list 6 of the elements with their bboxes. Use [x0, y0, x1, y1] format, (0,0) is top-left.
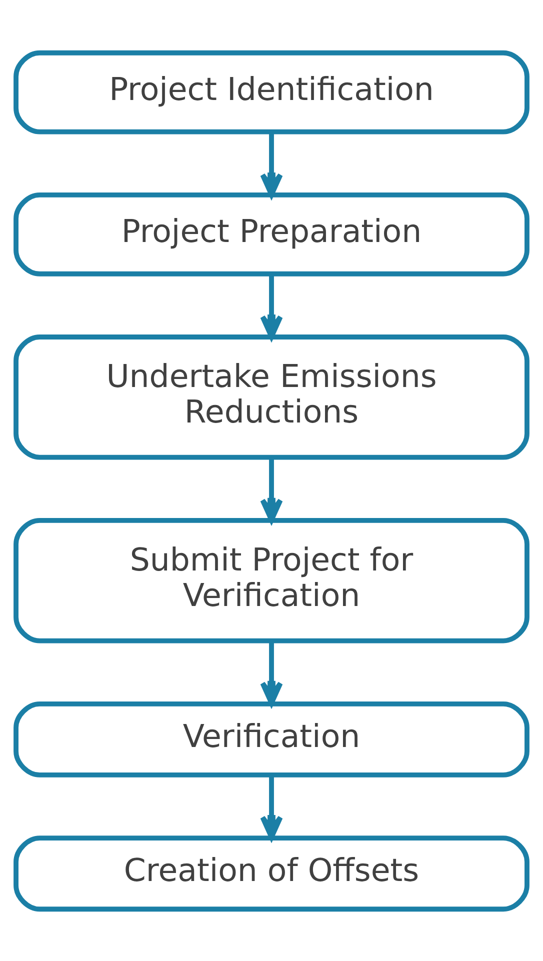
node-box: Project Preparation [14, 192, 530, 276]
node-box: Submit Project for Verification [14, 518, 530, 643]
node-box: Project Identification [14, 50, 530, 134]
node-box: Creation of Offsets [14, 835, 530, 912]
node-box: Verification [14, 700, 530, 777]
node-box: Undertake Emissions Reductions [14, 334, 530, 460]
